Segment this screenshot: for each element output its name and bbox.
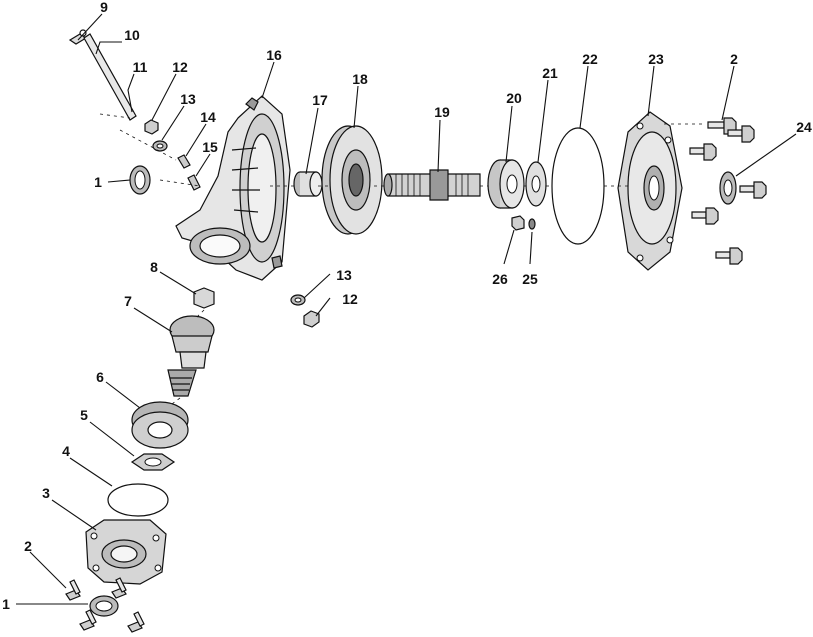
part-bolts-2-lower	[65, 577, 145, 633]
part-ring-gear-18	[321, 125, 383, 235]
part-output-shaft-19	[383, 169, 481, 201]
part-gear-case-cover-23	[617, 111, 683, 271]
part-pinion-gear-7	[167, 315, 215, 397]
part-breather-hose	[83, 33, 137, 121]
part-o-ring-22	[551, 127, 605, 245]
part-nut-12-top	[144, 119, 159, 135]
callout-10: 10	[124, 27, 140, 43]
callout-4: 4	[62, 443, 70, 459]
part-nut-5	[130, 453, 176, 471]
part-nut-12-lower	[303, 310, 320, 328]
callout-23: 23	[648, 51, 664, 67]
part-o-ring-25	[528, 218, 536, 230]
callout-7: 7	[124, 293, 132, 309]
callout-5: 5	[80, 407, 88, 423]
callout-18: 18	[352, 71, 368, 87]
callout-6: 6	[96, 369, 104, 385]
part-bearing-20	[487, 159, 525, 209]
callout-labels: 9 10 11 12 13 14 15 1 16 17 18 19 20 21 …	[2, 0, 812, 612]
part-dowel-pin-14	[177, 154, 191, 169]
callout-25: 25	[522, 271, 538, 287]
callout-2-right: 2	[730, 51, 738, 67]
part-washer-13-lower	[290, 294, 306, 306]
part-dowel-pin-15	[187, 174, 201, 191]
callout-13-lower: 13	[336, 267, 352, 283]
part-bearing-cover-3	[85, 519, 167, 585]
part-bolts-2-right	[689, 117, 767, 265]
callout-8: 8	[150, 259, 158, 275]
part-gear-case-housing	[175, 95, 291, 281]
callout-9: 9	[100, 0, 108, 15]
callout-13-top: 13	[180, 91, 196, 107]
callout-11: 11	[133, 59, 148, 75]
part-bushing-8	[193, 287, 215, 309]
callout-15: 15	[202, 139, 218, 155]
callout-16: 16	[266, 47, 282, 63]
part-breather-fitting	[68, 29, 88, 45]
callout-12-lower: 12	[342, 291, 358, 307]
callout-24: 24	[796, 119, 812, 135]
callout-1-left: 1	[94, 174, 102, 190]
callout-19: 19	[434, 104, 450, 120]
callout-26: 26	[492, 271, 508, 287]
part-bearing-6	[131, 401, 189, 449]
alignment-lines	[99, 113, 706, 405]
callout-12-top: 12	[172, 59, 188, 75]
part-washer-21	[525, 161, 547, 207]
leader-lines	[16, 13, 797, 605]
callout-22: 22	[582, 51, 598, 67]
callout-2-lower: 2	[24, 538, 32, 554]
part-washer-13-top	[152, 140, 168, 152]
part-seal-24	[719, 171, 737, 205]
callout-1-lower: 1	[2, 596, 10, 612]
callout-20: 20	[506, 90, 522, 106]
callout-21: 21	[542, 65, 558, 81]
part-o-ring-4	[107, 483, 169, 517]
callout-3: 3	[42, 485, 50, 501]
part-plug-26	[511, 215, 525, 231]
part-bushing-17	[293, 171, 323, 197]
part-seal-1-left	[129, 165, 151, 195]
callout-14: 14	[200, 109, 216, 125]
part-seal-1-lower	[89, 595, 119, 617]
callout-17: 17	[312, 92, 328, 108]
